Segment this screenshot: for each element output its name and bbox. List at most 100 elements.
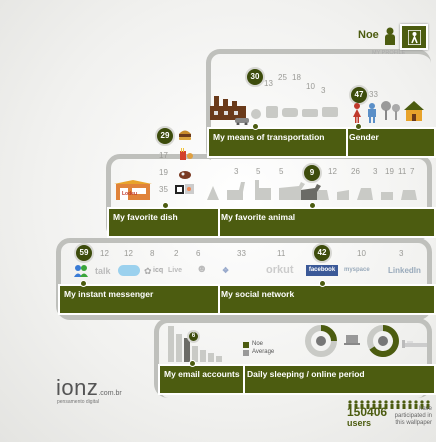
skype-icon — [118, 265, 140, 276]
bar-divider — [243, 366, 245, 393]
animal-count-3: 5 — [279, 167, 284, 176]
pipe-row3 — [56, 238, 432, 320]
users-label: users — [347, 418, 372, 428]
gender-label: Gender — [349, 132, 379, 142]
transport-count-1: 13 — [264, 79, 273, 88]
facebook-logo: facebook — [306, 265, 338, 276]
participated-text: have participated in this wallpaper — [394, 406, 432, 426]
dish-count-1: 17 — [159, 151, 168, 160]
icq-flower-icon: ✿ — [144, 266, 152, 276]
cuil-brand-icon: ❖ — [222, 266, 230, 275]
yahoo-smiley-icon: ☻ — [196, 263, 208, 275]
social-count-1: 33 — [237, 249, 246, 258]
factory-icon — [210, 96, 246, 125]
bed-icon — [402, 335, 428, 353]
linkedin-brand: LinkedIn — [388, 266, 421, 275]
animals-silhouettes-icon — [205, 178, 433, 207]
email-bars-chart-icon — [168, 322, 232, 367]
transport-count-3: 18 — [292, 73, 301, 82]
transport-selected-car-icon — [235, 112, 249, 130]
person-icon — [384, 27, 396, 45]
legend-average-swatch — [243, 350, 249, 356]
messenger-label: My instant messenger — [64, 289, 154, 299]
gender-selected-badge[interactable]: 47 — [349, 85, 369, 105]
sleep-label: Daily sleeping / online period — [247, 369, 365, 379]
messenger-count-5: 6 — [196, 249, 201, 258]
users-count: 150406 — [347, 405, 388, 419]
restaurant-sign: Lodeu — [122, 191, 137, 197]
transport-count-4: 10 — [306, 82, 315, 91]
female-icon — [352, 103, 362, 128]
animal-selected-badge[interactable]: 9 — [302, 163, 322, 183]
messenger-count-2: 12 — [124, 249, 133, 258]
myspace-brand: myspace — [344, 267, 370, 273]
pipe-row4 — [154, 318, 432, 398]
messenger-count-1: 12 — [100, 249, 109, 258]
dish-marker — [162, 202, 169, 209]
logo-text: ionz — [56, 375, 99, 400]
profile-button[interactable] — [400, 24, 428, 50]
animal-label: My favorite animal — [221, 212, 296, 222]
steak-icon — [178, 167, 192, 185]
social-count-4: 3 — [399, 249, 404, 258]
messenger-count-4: 2 — [174, 249, 179, 258]
restaurant-icon — [114, 180, 152, 205]
transport-count-2: 25 — [278, 73, 287, 82]
logo-suffix: .com.br — [98, 390, 122, 397]
animal-count-2: 5 — [256, 167, 261, 176]
messenger-count-3: 8 — [150, 249, 155, 258]
male-icon — [367, 103, 377, 128]
users-crowd-icon — [347, 396, 433, 414]
social-count-3: 10 — [357, 249, 366, 258]
legend-average-label: Average — [252, 349, 275, 355]
laptop-icon — [344, 333, 360, 351]
fries-icon — [178, 147, 194, 165]
exit-person-icon — [407, 29, 422, 50]
dish-count-3: 35 — [159, 185, 168, 194]
social-label: My social network — [221, 289, 295, 299]
trees-icon — [380, 100, 402, 127]
social-marker — [319, 280, 326, 287]
transport-marker — [252, 123, 259, 130]
legend-noe-label: Noe — [252, 341, 264, 347]
social-count-2: 11 — [277, 249, 286, 258]
dish-label: My favorite dish — [113, 212, 178, 222]
animal-count-6: 3 — [373, 167, 378, 176]
email-selected-badge[interactable]: 6 — [187, 330, 200, 343]
icq-brand: icq — [153, 267, 164, 274]
social-selected-badge[interactable]: 42 — [312, 243, 332, 263]
animal-marker — [309, 202, 316, 209]
legend-noe-swatch — [243, 342, 249, 348]
email-sleep-bar[interactable]: My email accounts Daily sleeping / onlin… — [158, 364, 436, 395]
animal-count-5: 26 — [351, 167, 360, 176]
animal-count-4: 12 — [328, 167, 337, 176]
messenger-selected-badge[interactable]: 59 — [74, 243, 94, 263]
transport-gender-bar[interactable]: My means of transportation Gender — [207, 127, 436, 158]
profile-name: Noe — [358, 29, 379, 41]
messenger-marker — [80, 280, 87, 287]
animal-count-9: 7 — [410, 167, 415, 176]
ionz-logo: ionz.com.br — [56, 375, 122, 401]
pipe-top — [206, 49, 431, 164]
bar-divider — [218, 286, 220, 313]
logo-tagline: pensamento digital — [57, 399, 99, 405]
dish-selected-badge[interactable]: 29 — [155, 126, 175, 146]
bar-divider — [218, 209, 220, 236]
transport-vehicles-icon — [250, 104, 340, 125]
profile-subtitle: MY PROFILE — [372, 50, 406, 56]
gender-other-count: 33 — [369, 90, 378, 99]
email-marker — [189, 360, 196, 367]
live-brand: Live — [168, 267, 183, 274]
dish-animal-bar[interactable]: My favorite dish My favorite animal — [107, 207, 436, 238]
house-icon — [403, 100, 425, 127]
transport-selected-badge[interactable]: 30 — [245, 67, 265, 87]
gender-marker — [355, 123, 362, 130]
animal-count-8: 11 — [398, 167, 407, 176]
transport-label: My means of transportation — [213, 132, 325, 142]
transport-count-5: 3 — [321, 86, 326, 95]
animal-count-1: 3 — [234, 167, 239, 176]
gtalk-brand: talk — [95, 266, 111, 276]
messenger-social-bar[interactable]: My instant messenger My social network — [58, 284, 436, 315]
burger-icon — [178, 128, 192, 146]
